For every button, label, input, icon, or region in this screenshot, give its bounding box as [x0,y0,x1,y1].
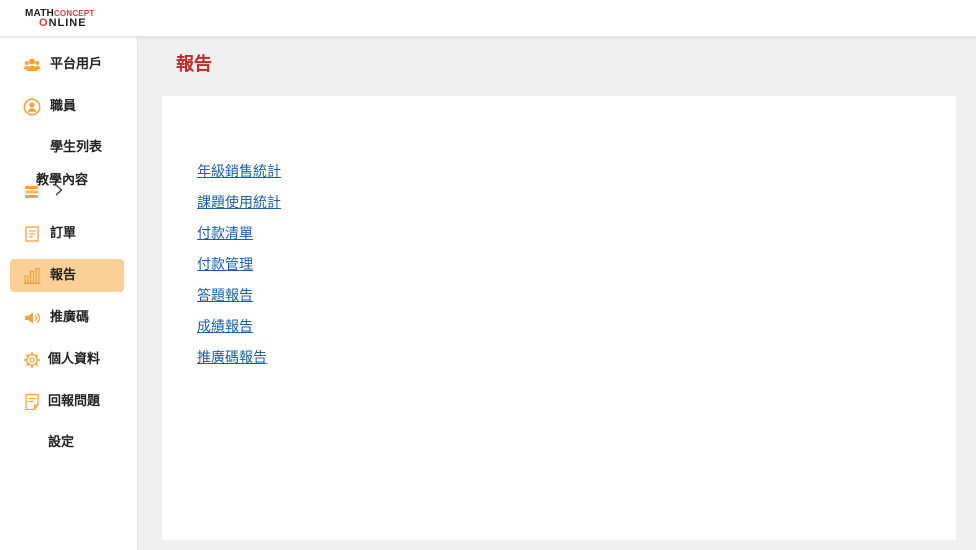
sidebar-item-profile[interactable]: 個人資料 [10,343,124,376]
sidebar-item-label: 訂單 [50,226,77,241]
math-concept-online-logo[interactable]: MATHCONCEPT ONLINE [25,8,101,30]
sidebar-item-teaching-content[interactable]: 教學內容 [10,171,124,204]
sidebar-item-orders[interactable]: 訂單 [10,217,124,250]
users-icon [23,56,41,74]
sidebar-item-label: 推廣碼 [50,310,90,325]
bar-chart-icon [23,267,41,285]
reports-card [162,96,956,540]
sidebar-item-label: 個人資料 [48,352,101,367]
megaphone-icon [23,309,41,327]
report-link-topic-usage-stats[interactable]: 課題使用統計 [197,195,281,211]
sidebar-item-platform-users[interactable]: 平台用戶 [10,48,124,81]
report-link-promo-code-report[interactable]: 推廣碼報告 [197,350,267,366]
logo-line-2: ONLINE [39,17,87,29]
sidebar: 平台用戶 職員 學生列表 教學內容 訂單 報告 推廣碼 [0,37,138,550]
report-link-payment-list[interactable]: 付款清單 [197,226,253,242]
report-link-grades-report[interactable]: 成績報告 [197,319,253,335]
sidebar-item-label: 學生列表 [50,140,103,155]
chevron-right-icon[interactable] [54,182,64,201]
person-circle-icon [23,98,41,116]
report-link-grade-sales-stats[interactable]: 年級銷售統計 [197,164,281,180]
gear-icon [23,351,41,369]
sidebar-item-label: 教學內容 [36,173,89,188]
sidebar-item-student-list[interactable]: 學生列表 [10,131,124,164]
sidebar-item-label: 報告 [50,268,77,283]
report-link-answer-report[interactable]: 答題報告 [197,288,253,304]
page-title: 報告 [176,54,212,75]
sidebar-item-staff[interactable]: 職員 [10,90,124,123]
report-link-payment-management[interactable]: 付款管理 [197,257,253,273]
books-icon [23,183,41,201]
sidebar-item-label: 平台用戶 [50,57,103,72]
document-icon [23,225,41,243]
sidebar-item-settings[interactable]: 設定 [10,426,124,459]
report-problem-icon [23,393,41,411]
top-bar: MATHCONCEPT ONLINE [0,0,976,37]
logo-line-1: MATHCONCEPT [25,8,95,19]
sidebar-item-reports[interactable]: 報告 [10,259,124,292]
sidebar-item-promo-code[interactable]: 推廣碼 [10,301,124,334]
sidebar-item-label: 回報問題 [48,394,101,409]
sidebar-item-label: 設定 [48,435,75,450]
sidebar-item-report-problem[interactable]: 回報問題 [10,385,124,418]
sidebar-item-label: 職員 [50,99,77,114]
